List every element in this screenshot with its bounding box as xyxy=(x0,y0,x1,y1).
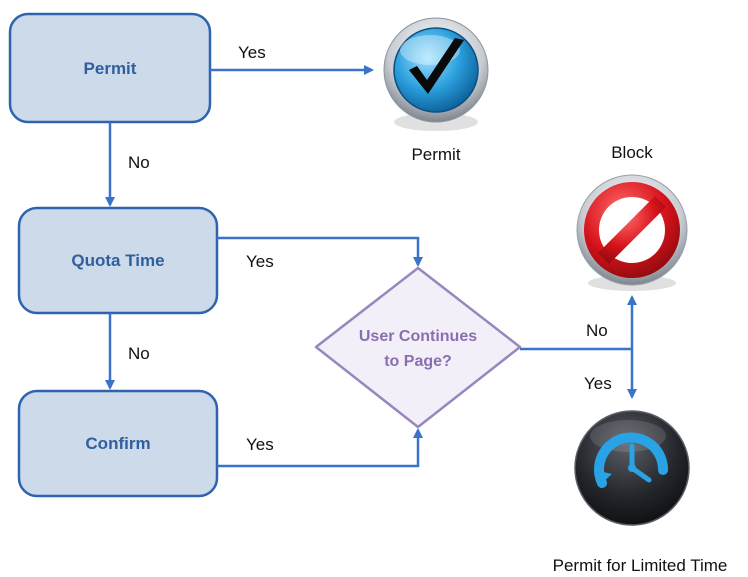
outcome-label-permit: Permit xyxy=(411,145,460,164)
edge-label-quota-no: No xyxy=(128,344,150,363)
clock-icon xyxy=(574,410,690,526)
quota-time-box-label: Quota Time xyxy=(71,251,164,270)
decision-label-line2: to Page? xyxy=(384,353,452,370)
edge-label-decision-no: No xyxy=(586,321,608,340)
decision-label-line1: User Continues xyxy=(359,328,477,345)
edge-label-decision-yes: Yes xyxy=(584,374,612,393)
quota-time-box: Quota Time xyxy=(17,206,219,315)
permit-box: Permit xyxy=(8,12,212,124)
decision-diamond: User Continues to Page? xyxy=(314,266,522,429)
confirm-box: Confirm xyxy=(17,389,219,498)
outcome-label-block: Block xyxy=(611,143,653,162)
arrow-confirm-to-decision xyxy=(217,428,423,468)
edge-label-permit-yes: Yes xyxy=(238,43,266,62)
arrow-quota-to-decision xyxy=(217,236,423,267)
block-icon xyxy=(576,174,688,291)
permit-box-label: Permit xyxy=(84,59,137,78)
checkmark-icon xyxy=(383,17,489,131)
edge-label-confirm-yes: Yes xyxy=(246,435,274,454)
edge-label-permit-no: No xyxy=(128,153,150,172)
edge-label-quota-yes: Yes xyxy=(246,252,274,271)
outcome-label-limited: Permit for Limited Time xyxy=(553,556,728,575)
confirm-box-label: Confirm xyxy=(85,434,150,453)
